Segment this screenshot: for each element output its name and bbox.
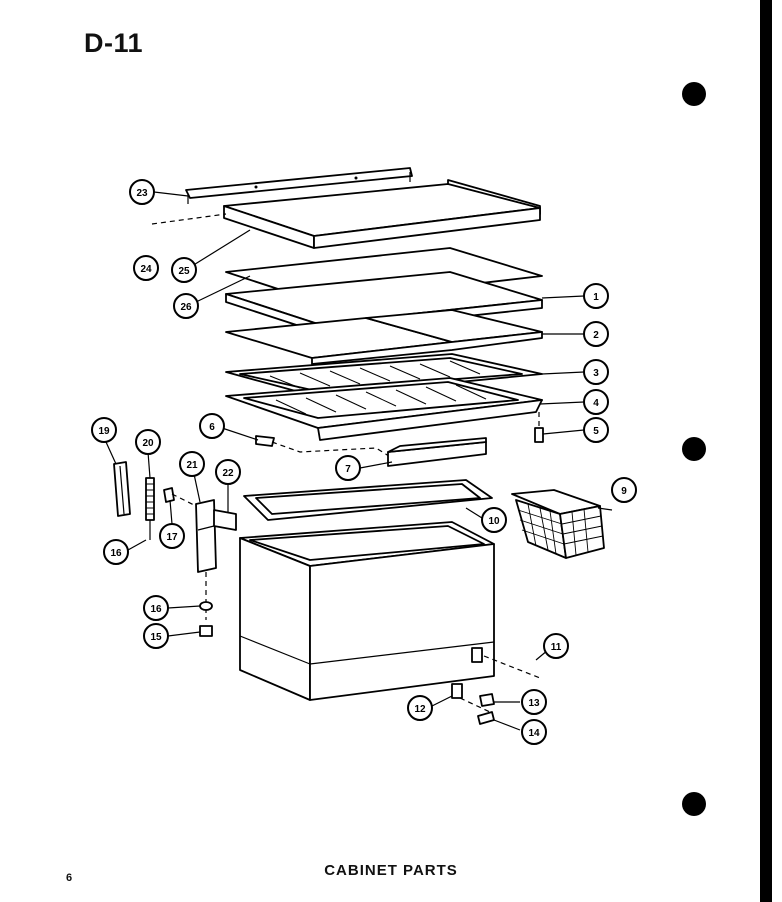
svg-text:7: 7 — [345, 464, 351, 475]
svg-text:3: 3 — [593, 368, 599, 379]
cabinet-gasket — [243, 479, 493, 521]
callout-12: 12 — [407, 695, 433, 721]
callout-1: 1 — [583, 283, 609, 309]
svg-text:12: 12 — [414, 704, 426, 715]
svg-text:22: 22 — [222, 468, 234, 479]
callout-6: 6 — [199, 413, 225, 439]
lid-frame — [151, 183, 541, 249]
svg-text:26: 26 — [180, 302, 192, 313]
svg-text:14: 14 — [528, 728, 540, 739]
svg-text:24: 24 — [140, 264, 152, 275]
hinge-nut — [199, 625, 213, 637]
wire-basket — [511, 489, 613, 559]
callout-26: 26 — [173, 293, 199, 319]
callout-20: 20 — [135, 429, 161, 455]
callout-2: 2 — [583, 321, 609, 347]
callout-7: 7 — [335, 455, 361, 481]
callout-4: 4 — [583, 389, 609, 415]
screw-part-6 — [255, 435, 393, 459]
callout-19: 19 — [91, 417, 117, 443]
svg-text:16: 16 — [110, 548, 122, 559]
hinge-assembly — [195, 499, 237, 620]
callout-25: 25 — [171, 257, 197, 283]
diagram-caption: CABINET PARTS — [324, 862, 458, 879]
svg-text:2: 2 — [593, 330, 599, 341]
svg-text:21: 21 — [186, 460, 198, 471]
binding-edge — [760, 0, 772, 902]
callout-11: 11 — [543, 633, 569, 659]
leveling-nut — [479, 693, 495, 707]
lid-handle — [387, 437, 487, 467]
svg-text:23: 23 — [136, 188, 148, 199]
svg-text:25: 25 — [178, 266, 190, 277]
svg-text:20: 20 — [142, 438, 154, 449]
callout-16-lower-left: 16 — [103, 539, 129, 565]
punch-hole-middle — [682, 437, 706, 461]
callout-22: 22 — [215, 459, 241, 485]
hinge-washer — [199, 601, 213, 611]
callout-13: 13 — [521, 689, 547, 715]
leveling-bracket — [451, 683, 491, 713]
svg-text:16: 16 — [150, 604, 162, 615]
callout-16: 16 — [143, 595, 169, 621]
insulation-pads — [225, 309, 543, 365]
callout-9: 9 — [611, 477, 637, 503]
svg-text:5: 5 — [593, 426, 599, 437]
hinge-bolt — [163, 487, 197, 507]
svg-text:4: 4 — [593, 398, 599, 409]
trim-strip — [113, 461, 131, 517]
svg-text:1: 1 — [593, 292, 599, 303]
svg-text:10: 10 — [488, 516, 500, 527]
callout-17: 17 — [159, 523, 185, 549]
svg-text:13: 13 — [528, 698, 540, 709]
callout-5: 5 — [583, 417, 609, 443]
punch-hole-bottom — [682, 792, 706, 816]
callout-14: 14 — [521, 719, 547, 745]
callout-21: 21 — [179, 451, 205, 477]
hinge-bracket-strip — [185, 167, 413, 204]
callout-leaders — [105, 191, 585, 731]
cabinet-body — [239, 521, 541, 701]
callout-24: 24 — [133, 255, 159, 281]
leveling-screw — [477, 711, 495, 725]
svg-text:9: 9 — [621, 486, 627, 497]
svg-text:19: 19 — [98, 426, 110, 437]
punch-hole-top — [682, 82, 706, 106]
callout-10: 10 — [481, 507, 507, 533]
svg-text:6: 6 — [209, 422, 215, 433]
callout-23: 23 — [129, 179, 155, 205]
svg-text:15: 15 — [150, 632, 162, 643]
callout-15: 15 — [143, 623, 169, 649]
page-number: 6 — [66, 872, 73, 884]
svg-text:17: 17 — [166, 532, 178, 543]
inner-lid-pan — [225, 377, 543, 441]
svg-text:11: 11 — [551, 642, 562, 653]
callout-3: 3 — [583, 359, 609, 385]
page-code: D-11 — [84, 28, 144, 58]
screw-part-5 — [534, 412, 544, 443]
hinge-spring — [145, 477, 155, 540]
